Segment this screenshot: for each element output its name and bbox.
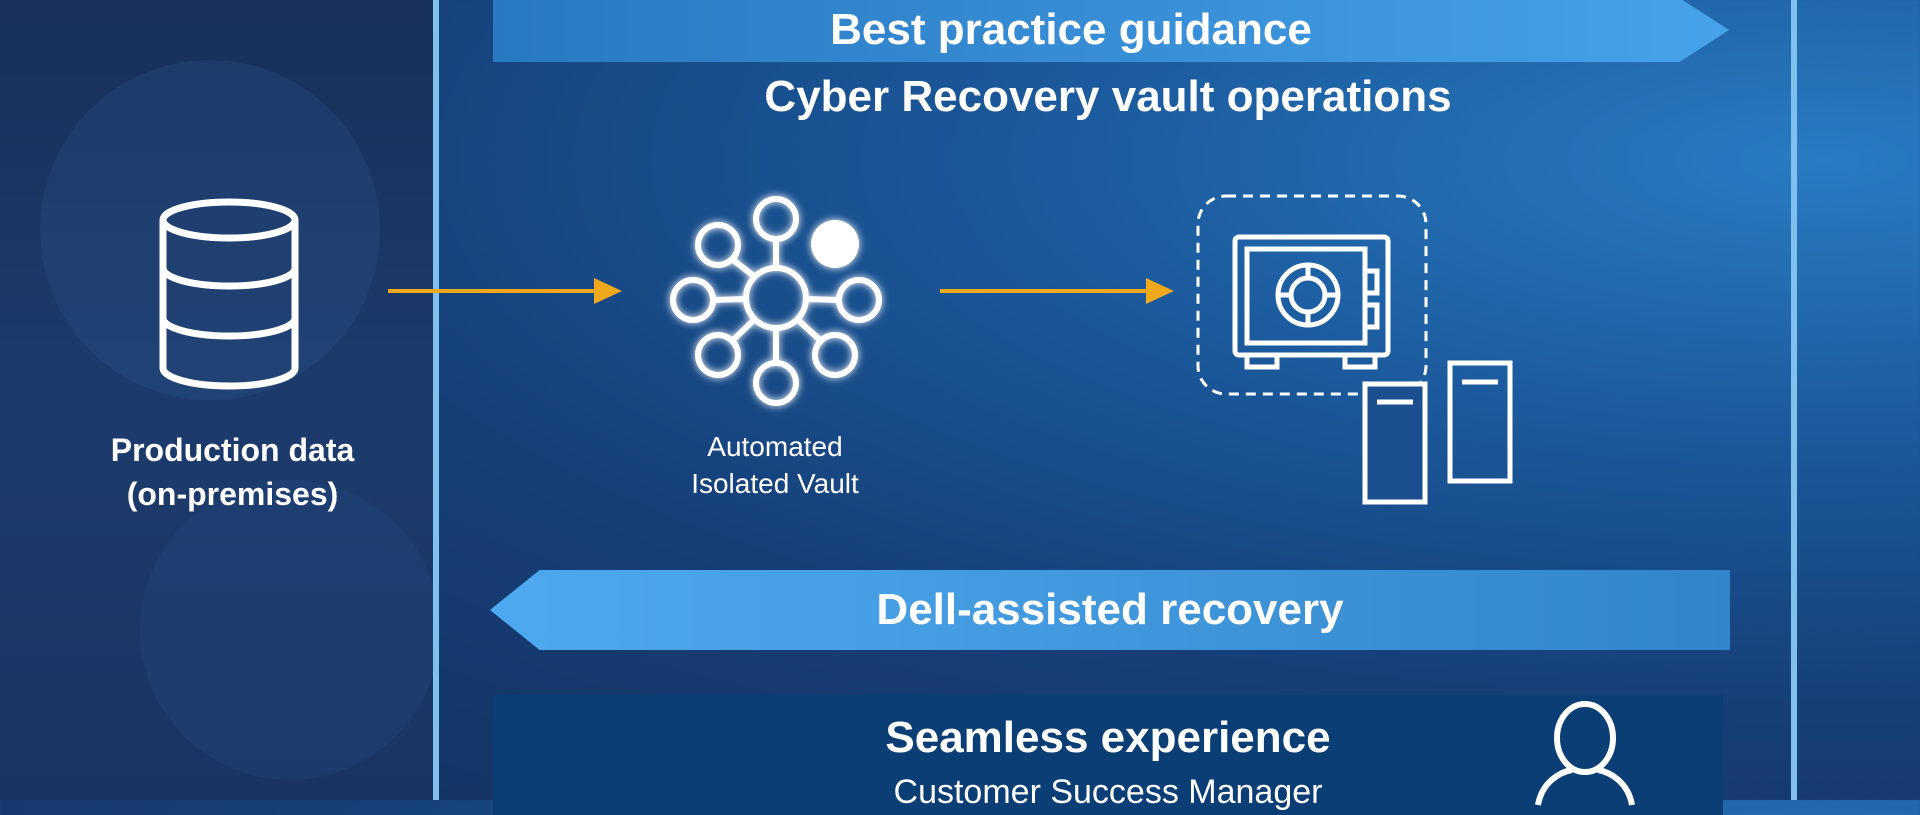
divider-line-left xyxy=(433,0,439,800)
flow-arrow-1 xyxy=(388,278,622,304)
background-shape xyxy=(140,480,440,780)
dell-recovery-label: Dell-assisted recovery xyxy=(876,585,1344,634)
server-icon xyxy=(1362,360,1513,505)
production-line-1: Production data xyxy=(110,432,355,468)
vault-line-2: Isolated Vault xyxy=(691,468,859,499)
seamless-experience-card: Seamless experience Customer Success Man… xyxy=(493,695,1723,815)
left-panel xyxy=(0,0,440,800)
database-icon xyxy=(159,198,299,390)
production-data-label: Production data (on-premises) xyxy=(70,428,395,516)
best-practice-banner: Best practice guidance xyxy=(493,0,1729,62)
production-line-2: (on-premises) xyxy=(126,476,339,512)
vault-safe-icon xyxy=(1196,194,1428,396)
card-title: Seamless experience xyxy=(885,713,1331,762)
person-icon xyxy=(1535,701,1635,806)
flow-arrow-2 xyxy=(940,278,1174,304)
best-practice-label: Best practice guidance xyxy=(830,5,1312,54)
section-title: Cyber Recovery vault operations xyxy=(764,72,1452,121)
background-shape xyxy=(40,60,380,400)
network-hub-icon xyxy=(670,196,882,406)
vault-line-1: Automated xyxy=(707,431,843,462)
dell-recovery-banner: Dell-assisted recovery xyxy=(490,570,1730,650)
divider-line-right xyxy=(1791,0,1797,800)
automated-vault-label: Automated Isolated Vault xyxy=(640,428,910,502)
